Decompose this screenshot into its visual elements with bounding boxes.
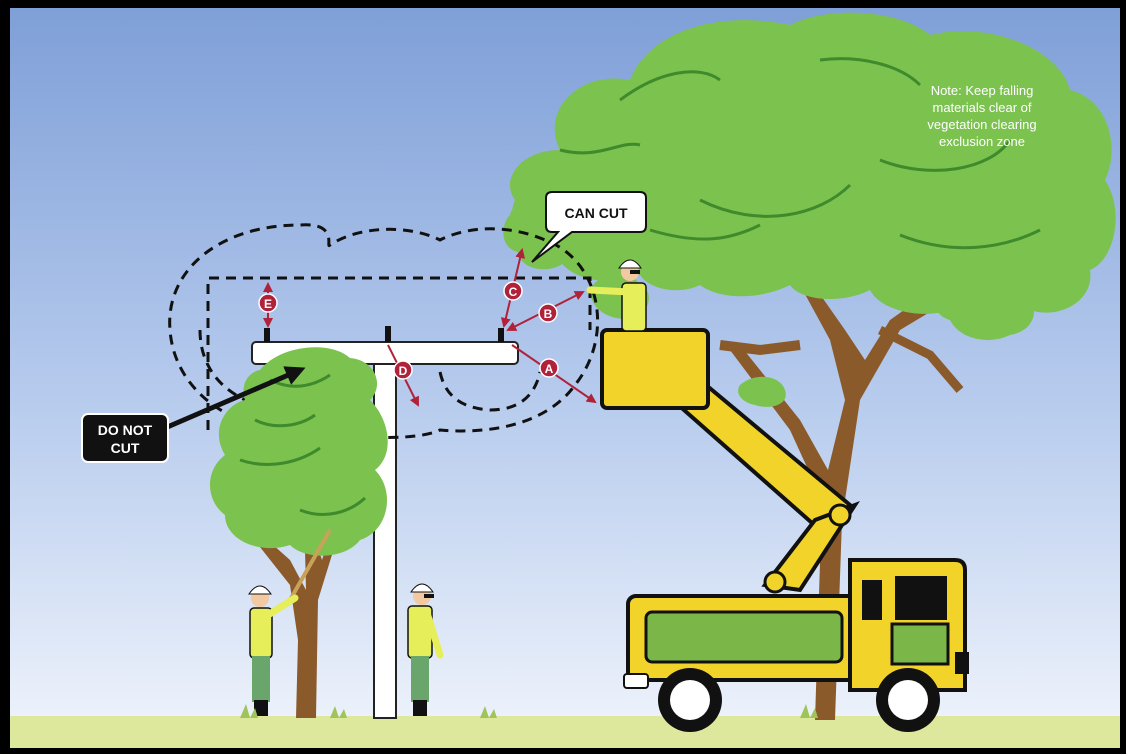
marker-b: B [539,304,557,322]
pole-post [374,345,396,718]
truck-bucket [602,330,708,408]
truck-body-panel [646,612,842,662]
truck-rear-light [624,674,648,688]
insulator-right [498,328,504,342]
marker-d-label: D [399,364,408,378]
insulator-center [385,326,391,342]
do-not-cut-label-1: DO NOT [98,422,153,438]
marker-e: E [259,294,277,312]
marker-e-label: E [264,297,272,311]
insulator-left [264,328,270,342]
note-line-4: exclusion zone [939,134,1025,149]
marker-b-label: B [544,307,553,321]
truck-door-panel [892,624,948,664]
marker-c-label: C [509,285,518,299]
marker-a-label: A [545,362,554,376]
marker-a: A [540,359,558,377]
note-line-3: vegetation clearing [927,117,1036,132]
marker-c: C [504,282,522,300]
note-line-2: materials clear of [933,100,1032,115]
marker-d: D [394,361,412,379]
ground [10,716,1120,748]
can-cut-label: CAN CUT [565,205,628,221]
note-line-1: Note: Keep falling [931,83,1034,98]
truck-window [895,576,947,620]
do-not-cut-label-2: CUT [111,440,140,456]
